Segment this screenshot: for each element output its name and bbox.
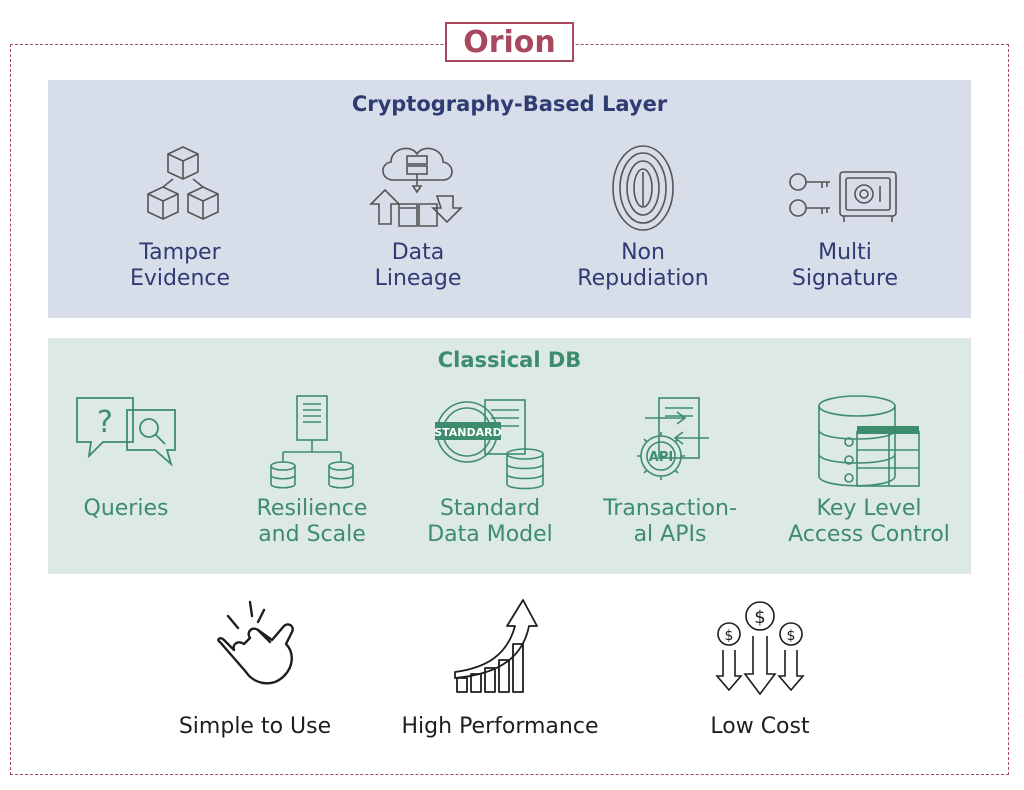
svg-text:STANDARD: STANDARD (434, 426, 502, 439)
simple-to-use-item: Simple to Use (170, 596, 340, 740)
api-gear-document-icon: API (637, 397, 709, 480)
key-level-access-control-label: Key Level Access Control (788, 496, 950, 547)
resilience-and-scale-label: Resilience and Scale (256, 496, 368, 547)
crypto-layer-panel: Cryptography-Based Layer Tamper Evidence (48, 80, 971, 318)
rising-bar-chart-arrow-icon (454, 599, 538, 693)
low-cost-item: $ $ $ Low Cost (690, 596, 830, 740)
orion-title: Orion (445, 22, 574, 62)
high-performance-item: High Performance (390, 596, 610, 740)
high-performance-label: High Performance (401, 714, 599, 739)
tamper-evidence-label: Tamper Evidence (129, 240, 231, 291)
data-lineage-label: Data Lineage (374, 240, 462, 291)
svg-text:$: $ (787, 628, 796, 644)
transactional-apis-label: Transaction- al APIs (603, 496, 737, 547)
resilience-and-scale-item: Resilience and Scale (242, 392, 382, 548)
queries-item: ? Queries (66, 392, 186, 522)
svg-text:?: ? (97, 405, 113, 440)
standard-data-model-label: Standard Data Model (427, 496, 553, 547)
transactional-apis-item: API Transaction- al APIs (590, 392, 750, 548)
standard-stamp-database-icon: STANDARD (434, 399, 544, 490)
multi-signature-label: Multi Signature (791, 240, 899, 291)
key-level-access-control-item: Key Level Access Control (779, 392, 959, 548)
tamper-evidence-item: Tamper Evidence (110, 146, 250, 292)
finger-snap-icon (217, 600, 294, 685)
svg-text:$: $ (754, 607, 765, 628)
data-lineage-item: Data Lineage (348, 142, 488, 292)
low-cost-label: Low Cost (710, 714, 810, 739)
svg-text:$: $ (725, 628, 734, 644)
standard-data-model-item: STANDARD Standard Data Model (420, 392, 560, 548)
simple-to-use-label: Simple to Use (178, 714, 332, 739)
question-search-bubbles-icon: ? (76, 397, 176, 467)
falling-dollar-coins-icon: $ $ $ (715, 601, 805, 696)
fingerprint-icon (612, 145, 674, 231)
queries-label: Queries (83, 496, 169, 521)
non-repudiation-label: Non Repudiation (577, 240, 709, 291)
keys-and-safe-icon (789, 171, 897, 222)
multi-signature-item: Multi Signature (765, 142, 925, 292)
classical-db-panel: Classical DB ? Queries Resilience and Sc… (48, 338, 971, 574)
database-table-icon (818, 395, 920, 487)
classical-db-heading: Classical DB (437, 348, 582, 372)
crypto-layer-heading: Cryptography-Based Layer (351, 92, 668, 116)
non-repudiation-item: Non Repudiation (563, 142, 723, 292)
svg-text:API: API (649, 450, 673, 465)
server-databases-icon (270, 395, 354, 489)
cloud-data-transfer-icon (369, 147, 463, 227)
stacked-cubes-icon (147, 146, 219, 220)
